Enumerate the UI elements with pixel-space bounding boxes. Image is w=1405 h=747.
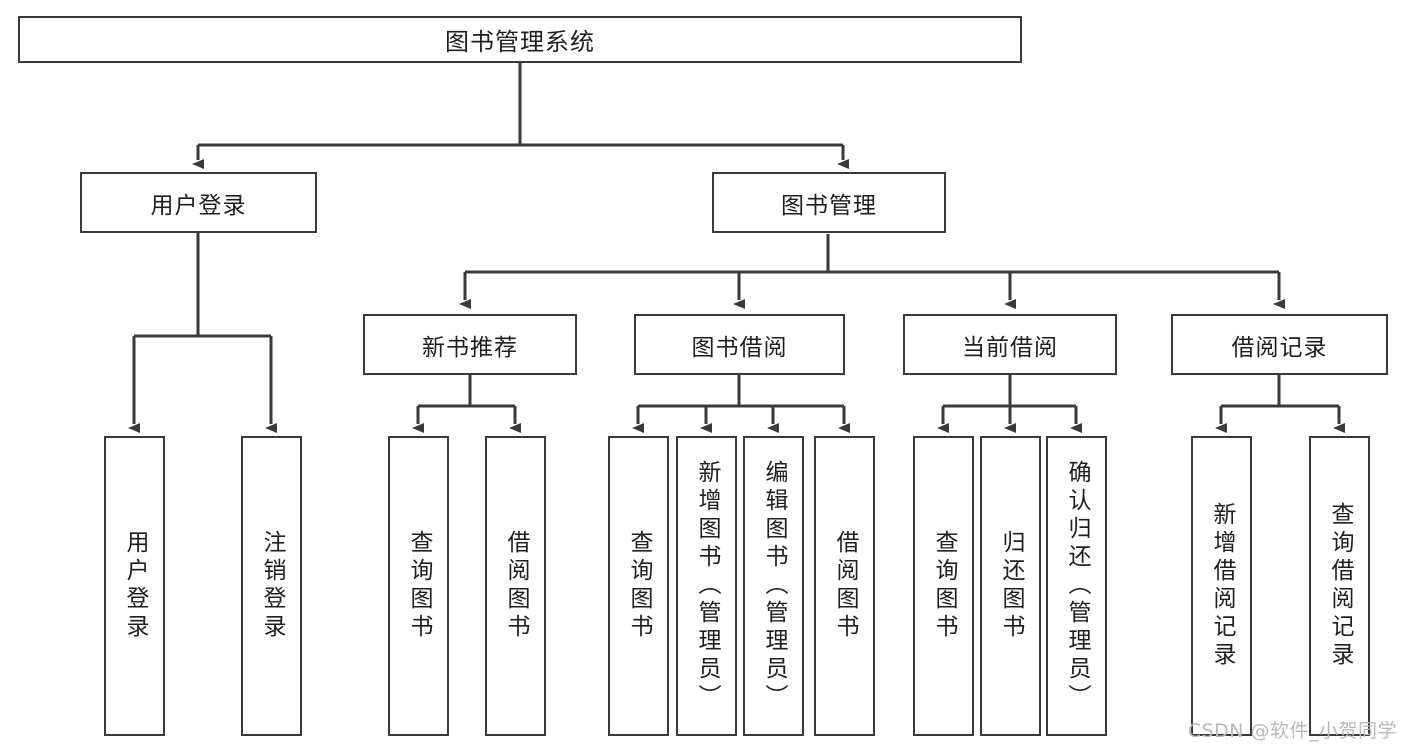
node-leaf-logout-login[interactable]: 注销登录	[241, 436, 302, 736]
node-label: 图书借阅	[691, 334, 788, 361]
node-label: 归还图书	[998, 530, 1024, 642]
node-label: 用户登录	[150, 192, 247, 219]
node-leaf-confirm-return[interactable]: 确认归还（管理员）	[1046, 436, 1107, 736]
node-label: 查询借阅记录	[1327, 502, 1353, 670]
node-label: 查询图书	[931, 530, 957, 642]
node-current-borrow[interactable]: 当前借阅	[903, 314, 1117, 375]
node-new-book-recommend[interactable]: 新书推荐	[363, 314, 577, 375]
node-label: 当前借阅	[962, 334, 1058, 361]
node-label: 借阅图书	[832, 530, 858, 642]
node-label: 新书推荐	[422, 334, 518, 361]
node-leaf-query-book-1[interactable]: 查询图书	[388, 436, 449, 736]
node-book-borrow[interactable]: 图书借阅	[634, 314, 845, 375]
node-leaf-query-book-3[interactable]: 查询图书	[913, 436, 974, 736]
node-label: 新增图书（管理员）	[694, 460, 720, 712]
node-label: 图书管理系统	[445, 28, 595, 56]
node-book-management[interactable]: 图书管理	[712, 172, 946, 233]
node-label: 查询图书	[406, 530, 432, 642]
watermark-text: CSDN @软件_小贺同学	[1187, 720, 1397, 742]
node-label: 编辑图书（管理员）	[761, 460, 787, 712]
node-leaf-borrow-book-1[interactable]: 借阅图书	[485, 436, 546, 736]
node-label: 借阅图书	[503, 530, 529, 642]
node-user-login[interactable]: 用户登录	[80, 172, 317, 233]
node-label: 用户登录	[122, 530, 148, 642]
node-leaf-borrow-book-2[interactable]: 借阅图书	[814, 436, 875, 736]
node-label: 确认归还（管理员）	[1064, 460, 1090, 712]
node-label: 借阅记录	[1231, 334, 1328, 361]
node-leaf-query-book-2[interactable]: 查询图书	[608, 436, 669, 736]
node-leaf-return-book[interactable]: 归还图书	[980, 436, 1041, 736]
node-leaf-add-book[interactable]: 新增图书（管理员）	[676, 436, 737, 736]
node-label: 注销登录	[259, 530, 285, 642]
node-leaf-query-record[interactable]: 查询借阅记录	[1309, 436, 1370, 736]
node-borrow-record[interactable]: 借阅记录	[1171, 314, 1388, 375]
node-leaf-edit-book[interactable]: 编辑图书（管理员）	[743, 436, 804, 736]
node-leaf-user-login[interactable]: 用户登录	[104, 436, 165, 736]
node-label: 图书管理	[781, 192, 877, 219]
node-label: 查询图书	[626, 530, 652, 642]
node-label: 新增借阅记录	[1209, 502, 1235, 670]
node-leaf-add-record[interactable]: 新增借阅记录	[1191, 436, 1252, 736]
node-root-book-management-system[interactable]: 图书管理系统	[18, 16, 1022, 63]
